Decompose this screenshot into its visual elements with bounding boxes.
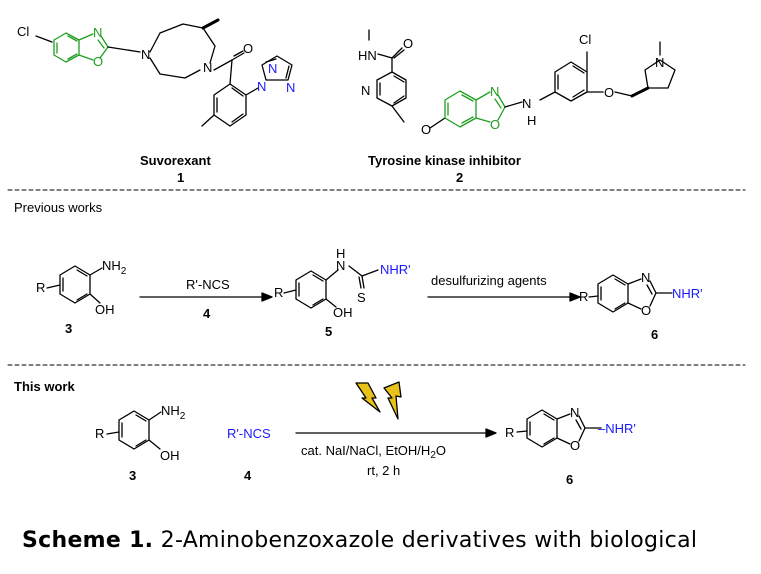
- atom-label-nhr: NHR': [380, 262, 411, 277]
- atom-label-n: N: [522, 96, 531, 111]
- compound-number-1: 1: [177, 170, 184, 185]
- atom-label-r: R: [505, 425, 514, 440]
- atom-label-n: N: [570, 405, 579, 420]
- atom-label-s: S: [357, 290, 366, 305]
- atom-label-r: R: [274, 285, 283, 300]
- reagent-label-isothiocyanate: R'-NCS: [186, 277, 230, 292]
- atom-label-o: O: [243, 41, 253, 56]
- atom-label-o: O: [421, 122, 431, 137]
- atom-label-n: N: [361, 83, 370, 98]
- atom-label-r: R: [95, 426, 104, 441]
- thiourea-5-structure: [283, 265, 379, 309]
- aminophenol-3-structure-this-work: [106, 410, 162, 450]
- atom-label-n: N: [268, 61, 277, 76]
- atom-label-nhr: NHR': [672, 286, 703, 301]
- condition-time: rt, 2 h: [367, 463, 400, 478]
- compound-name-suvorexant: Suvorexant: [140, 153, 211, 168]
- tki-structure: [368, 29, 676, 129]
- compound-number-4: 4: [244, 468, 252, 483]
- compound-number-5: 5: [325, 324, 332, 339]
- atom-label-r: R: [579, 289, 588, 304]
- atom-label-h: H: [527, 113, 536, 128]
- atom-label-n: N: [655, 55, 664, 70]
- atom-label-o: O: [403, 36, 413, 51]
- atom-label-n: N: [141, 47, 150, 62]
- atom-label-oh: OH: [160, 448, 180, 463]
- atom-label-n: N: [203, 60, 212, 75]
- atom-label-oh: OH: [95, 302, 115, 317]
- atom-label-n: N: [490, 84, 499, 99]
- compound-number-6: 6: [651, 327, 658, 342]
- atom-label-cl: Cl: [17, 24, 29, 39]
- atom-label-o: O: [641, 303, 651, 318]
- atom-label-o: O: [604, 85, 614, 100]
- compound-name-tki: Tyrosine kinase inhibitor: [368, 153, 521, 168]
- section-title-this-work: This work: [14, 379, 75, 394]
- aminophenol-3-structure: [46, 265, 103, 304]
- atom-label-n: N: [286, 80, 295, 95]
- atom-label-o: O: [570, 438, 580, 453]
- product-6-structure-this-work: [516, 409, 602, 448]
- atom-label-n: N: [93, 25, 102, 40]
- condition-desulfurizing: desulfurizing agents: [431, 273, 547, 288]
- section-title-previous: Previous works: [14, 200, 103, 215]
- compound-number-4: 4: [203, 306, 211, 321]
- compound-number-3: 3: [129, 468, 136, 483]
- compound-number-6: 6: [566, 472, 573, 487]
- caption-text: 2-Aminobenzoxazole derivatives with biol…: [160, 528, 698, 553]
- atom-label-nh2: NH2: [161, 403, 186, 422]
- caption-label: Scheme 1.: [22, 528, 154, 553]
- atom-label-n: N: [336, 258, 345, 273]
- scheme-caption: Scheme 1. 2-Aminobenzoxazole derivatives…: [22, 528, 752, 553]
- condition-catalyst: cat. NaI/NaCl, EtOH/H2O: [301, 443, 446, 461]
- reagent-label-isothiocyanate: R'-NCS: [227, 426, 271, 441]
- atom-label-nhr: –NHR': [598, 421, 636, 436]
- atom-label-hn: HN: [358, 48, 377, 63]
- atom-label-cl: Cl: [579, 32, 591, 47]
- atom-label-n: N: [641, 270, 650, 285]
- atom-label-h: H: [336, 246, 345, 261]
- suvorexant-structure: [35, 18, 293, 127]
- atom-label-oh: OH: [333, 305, 353, 320]
- atom-label-o: O: [93, 54, 103, 69]
- atom-label-nh2: NH2: [102, 258, 127, 277]
- compound-number-2: 2: [456, 170, 463, 185]
- atom-label-r: R: [36, 280, 45, 295]
- lightning-icon: [355, 381, 402, 420]
- atom-label-n: N: [257, 79, 266, 94]
- atom-label-o: O: [490, 117, 500, 132]
- compound-number-3: 3: [65, 321, 72, 336]
- product-6-structure-previous: [588, 274, 673, 313]
